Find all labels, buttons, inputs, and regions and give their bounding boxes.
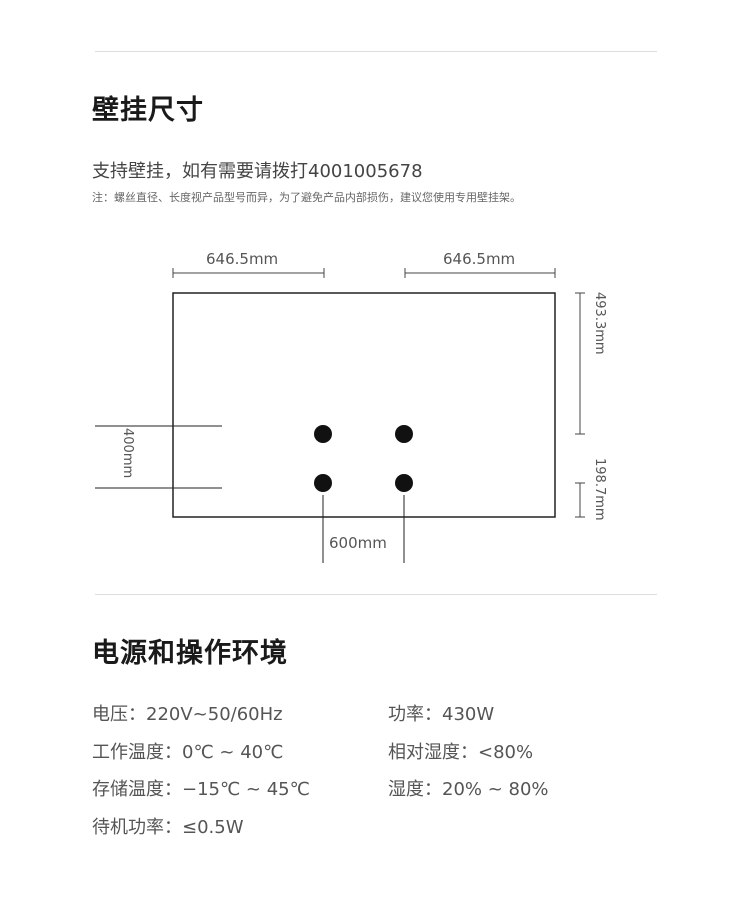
wall-mount-diagram: [95, 268, 585, 563]
wall-mount-subtitle: 支持壁挂，如有需要请拨打4001005678: [92, 161, 423, 182]
section-title-wall-mount: 壁挂尺寸: [92, 95, 204, 126]
spec-standby-power: 待机功率：≤0.5W: [92, 817, 244, 838]
spec-humidity: 湿度：20% ~ 80%: [388, 779, 549, 800]
spec-operating-temp: 工作温度：0℃ ~ 40℃: [92, 742, 284, 763]
mount-hole: [395, 474, 413, 492]
spec-power: 功率：430W: [388, 704, 495, 725]
dim-top-height: 493.3mm: [592, 292, 607, 355]
wall-mount-note: 注：螺丝直径、长度视产品型号而异，为了避免产品内部损伤，建议您使用专用壁挂架。: [92, 191, 521, 204]
spec-storage-temp: 存储温度：−15℃ ~ 45℃: [92, 779, 310, 800]
mount-hole: [314, 474, 332, 492]
divider-middle: [95, 594, 657, 595]
dim-bottom-height: 198.7mm: [592, 458, 607, 521]
spec-relative-humidity: 相对湿度：<80%: [388, 742, 534, 763]
mount-hole: [395, 425, 413, 443]
dim-hole-horizontal: 600mm: [329, 534, 387, 552]
spec-voltage: 电压：220V~50/60Hz: [92, 704, 283, 725]
tv-outline: [172, 292, 556, 518]
dim-left-width: 646.5mm: [206, 250, 279, 268]
dim-hole-vertical: 400mm: [120, 428, 135, 479]
dim-right-width: 646.5mm: [443, 250, 516, 268]
mount-hole: [314, 425, 332, 443]
section-title-power: 电源和操作环境: [92, 638, 288, 669]
divider-top: [95, 51, 657, 52]
